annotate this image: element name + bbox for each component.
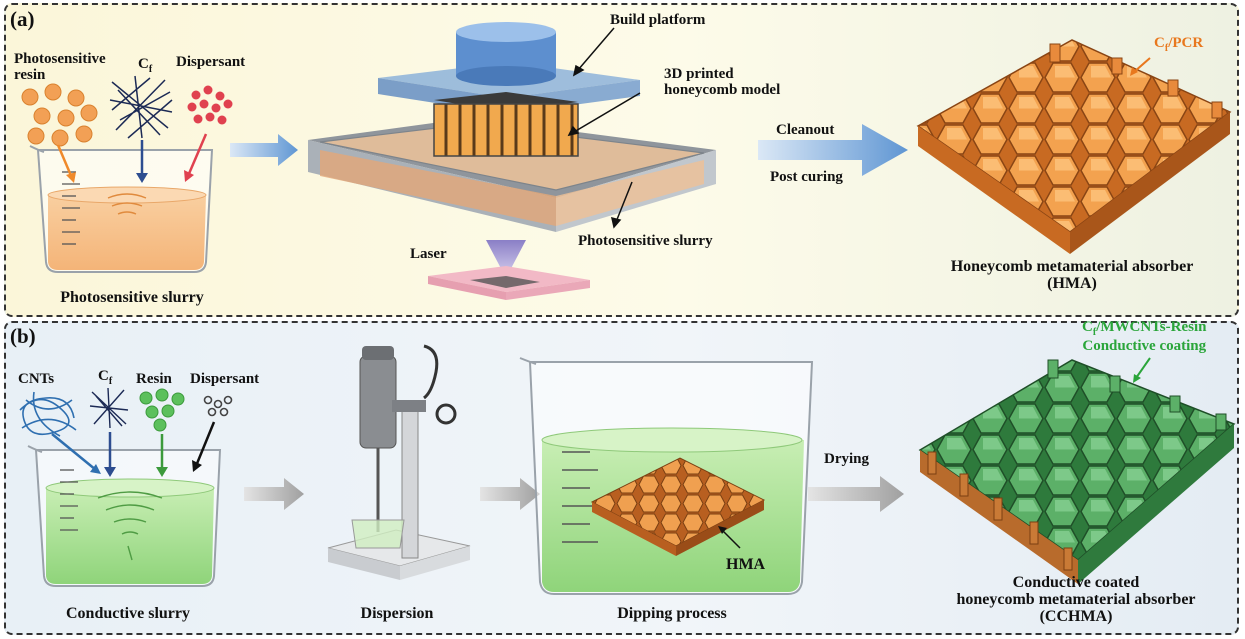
flow-arrow-a2	[758, 124, 908, 176]
cf-pcr-label: Cf/PCR	[1154, 35, 1204, 54]
tank-slurry-label: Photosensitive slurry	[578, 233, 713, 249]
carbon-fiber-a	[109, 75, 173, 139]
dipping-beaker	[519, 357, 814, 595]
panel-b-label: (b)	[10, 324, 36, 348]
resin-particles	[21, 83, 98, 147]
conductive-slurry-caption: Conductive slurry	[66, 605, 190, 622]
flow-arrow-b2	[480, 478, 540, 510]
resin-label: Resin	[136, 371, 172, 387]
printer-pointers	[567, 27, 641, 229]
sla-printer	[308, 22, 716, 300]
cchma-caption: Conductive coated honeycomb metamaterial…	[956, 574, 1196, 625]
cnt-bundle	[19, 391, 77, 437]
post-curing-label: Post curing	[770, 169, 843, 185]
cnts-label: CNTs	[18, 371, 55, 387]
dispersant-particles-b	[203, 395, 233, 417]
dispersant-label-b: Dispersant	[190, 371, 260, 387]
printed-model-label: 3D printed honeycomb model	[664, 66, 781, 98]
coating-pointer	[1133, 357, 1151, 383]
cleanout-label: Cleanout	[776, 122, 835, 138]
drying-label: Drying	[824, 451, 869, 467]
flow-arrow-b3	[808, 476, 904, 512]
dispersion-caption: Dispersion	[360, 605, 434, 622]
dispersant-particles-a	[187, 85, 233, 125]
coating-label: Cf/MWCNTs-Resin Conductive coating	[1082, 319, 1207, 354]
panel-a-label: (a)	[10, 7, 35, 31]
build-platform-label: Build platform	[610, 12, 706, 28]
homogenizer	[327, 344, 471, 580]
beaker-photosensitive	[29, 145, 214, 273]
laser-label: Laser	[410, 246, 447, 262]
hma-pointer	[718, 526, 741, 549]
mixing-arrows-b	[51, 421, 216, 477]
cf-label-b: Cf	[98, 368, 113, 387]
beaker-conductive	[27, 445, 222, 587]
cf-label-a: Cf	[138, 56, 153, 75]
resin-particles-b	[139, 388, 185, 432]
flow-arrow-b1	[244, 478, 304, 510]
dipping-caption: Dipping process	[617, 605, 727, 622]
mixing-arrows-a	[56, 133, 208, 183]
hma-label: HMA	[726, 556, 766, 573]
carbon-fiber-b	[89, 387, 129, 429]
cchma-honeycomb	[918, 359, 1236, 584]
photosensitive-resin-label: Photosensitive resin	[14, 51, 106, 83]
flow-arrow-a1	[230, 134, 298, 166]
hma-caption: Honeycomb metamaterial absorber (HMA)	[950, 258, 1194, 292]
hma-honeycomb	[916, 39, 1232, 254]
photosensitive-slurry-caption: Photosensitive slurry	[60, 289, 204, 306]
pcr-pointer	[1130, 57, 1151, 76]
dispersant-label-a: Dispersant	[176, 54, 246, 70]
